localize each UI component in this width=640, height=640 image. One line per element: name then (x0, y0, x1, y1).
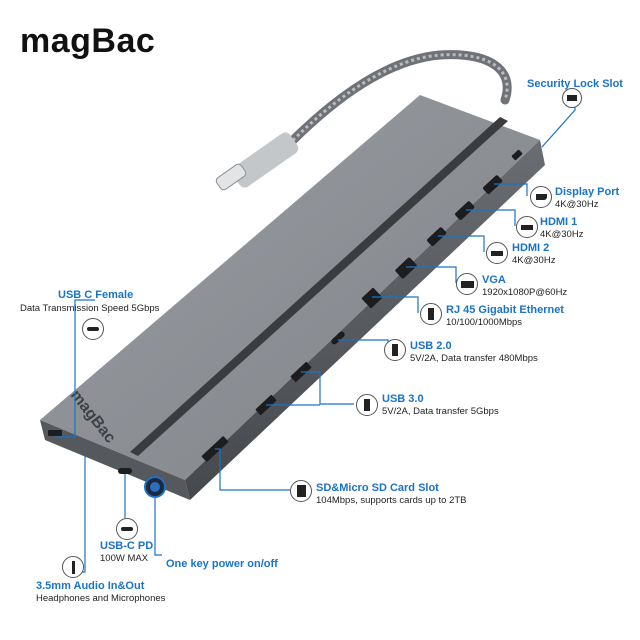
label-spec: 4K@30Hz (540, 229, 584, 240)
device-side-face (185, 140, 545, 500)
hdmi-icon (516, 216, 538, 238)
label-spec: 4K@30Hz (512, 255, 556, 266)
ethernet-icon (420, 303, 442, 325)
label-spec: Data Transmission Speed 5Gbps (20, 303, 160, 314)
brand-logo-part1: mag (20, 22, 92, 60)
label-title: VGA (482, 274, 506, 286)
brand-logo-part2: Bac (91, 22, 156, 60)
sd-card-icon (290, 480, 312, 502)
hdmi-icon (486, 242, 508, 264)
brand-logo: magBac (20, 22, 155, 61)
label-spec: 4K@30Hz (555, 199, 599, 210)
label-spec: 10/100/1000Mbps (446, 317, 523, 328)
lock-slot-icon (562, 88, 582, 108)
vga-icon (456, 273, 478, 295)
usb-c-female-spec: Data Transmission Speed 5Gbps (20, 302, 159, 314)
usb-icon (356, 394, 378, 416)
label-spec: 100W MAX (100, 553, 149, 564)
label-title: USB-C PD (100, 540, 154, 552)
label-spec: 1920x1080P@60Hz (482, 287, 568, 298)
label-title: One key power on/off (166, 558, 278, 570)
end-ports (48, 430, 166, 498)
displayport-icon (530, 186, 552, 208)
label-spec: 5V/2A, Data transfer 5Gbps (382, 406, 499, 417)
label-spec: 5V/2A, Data transfer 480Mbps (410, 353, 538, 364)
security-lock-label: Security Lock Slot (527, 78, 623, 90)
label-title: Display Port (555, 186, 620, 198)
label-title: HDMI 2 (512, 242, 550, 254)
audio-jack-icon (62, 556, 84, 578)
label-spec: Headphones and Microphones (36, 593, 166, 604)
device-top-surface (40, 95, 540, 480)
label-title: 3.5mm Audio In&Out (36, 580, 145, 592)
usb-icon (384, 339, 406, 361)
label-spec: 104Mbps, supports cards up to 2TB (316, 495, 467, 506)
usb-c-icon (116, 518, 138, 540)
label-title: USB C Female (58, 289, 134, 301)
label-title: Security Lock Slot (527, 78, 623, 90)
label-title: USB 2.0 (410, 340, 452, 352)
usb-c-female-label: USB C Female (58, 289, 133, 301)
label-title: RJ 45 Gigabit Ethernet (446, 304, 564, 316)
label-title: USB 3.0 (382, 393, 424, 405)
usb-c-icon (82, 318, 104, 340)
usb-c-plug (215, 132, 299, 191)
label-title: HDMI 1 (540, 216, 578, 228)
power-label: One key power on/off (166, 558, 278, 570)
label-title: SD&Micro SD Card Slot (316, 482, 439, 494)
